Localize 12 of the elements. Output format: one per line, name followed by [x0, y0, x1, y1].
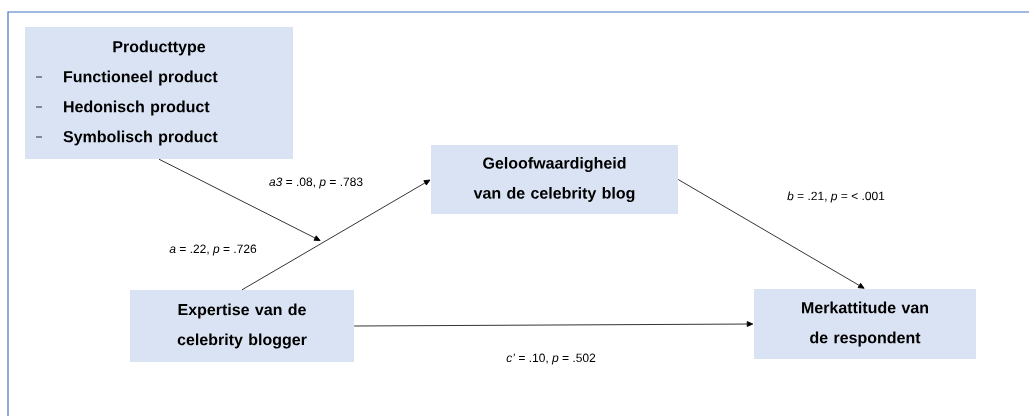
- edge-label: a3 = .08, p = .783: [267, 176, 365, 190]
- edge-label: c’ = .10, p = .502: [505, 352, 597, 366]
- arrow: [677, 179, 865, 289]
- arrow: [158, 158, 321, 241]
- construct-box: Expertise van de celebrity blogger: [130, 290, 354, 362]
- edge-label: a = .22, p = .726: [168, 243, 258, 257]
- edge-label: b = .21, p = < .001: [786, 190, 886, 204]
- construct-box: Geloofwaardigheid van de celebrity blog: [431, 145, 678, 214]
- arrow: [353, 321, 754, 327]
- arrow: [241, 179, 431, 291]
- construct-box: Producttype Functioneel product Hedonisch product Symbolisch product: [25, 27, 293, 159]
- construct-box: Merkattitude van de respondent: [754, 289, 976, 359]
